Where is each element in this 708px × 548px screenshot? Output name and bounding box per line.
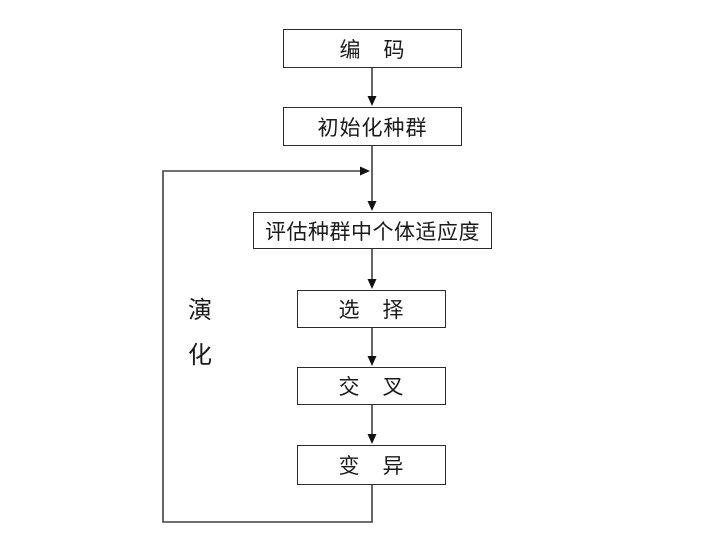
arrow-selection-to-crossover [367, 328, 377, 366]
loop-label-evolution: 演 化 [170, 288, 230, 378]
flow-node-crossover: 交 叉 [297, 367, 446, 405]
flow-node-init-population-label: 初始化种群 [317, 116, 428, 140]
flow-node-selection: 选 择 [297, 290, 446, 328]
flow-node-evaluate-fitness-label: 评估种群中个体适应度 [265, 220, 480, 244]
arrow-encode-to-init [367, 68, 377, 106]
arrow-evaluate-to-selection [367, 249, 377, 289]
flow-node-mutation-label: 变 异 [338, 455, 405, 478]
loop-label-char-1: 演 [188, 297, 212, 324]
arrow-init-to-evaluate [367, 146, 377, 211]
loop-feedback-line [162, 166, 373, 523]
flow-node-evaluate-fitness: 评估种群中个体适应度 [253, 212, 492, 249]
flow-node-selection-label: 选 择 [338, 299, 405, 322]
flow-node-crossover-label: 交 叉 [338, 376, 405, 399]
flow-node-mutation: 变 异 [297, 445, 446, 485]
loop-label-char-2: 化 [188, 342, 212, 369]
flow-node-encode-label: 编 码 [339, 38, 406, 62]
flow-node-encode: 编 码 [283, 29, 462, 68]
flow-node-init-population: 初始化种群 [283, 107, 462, 146]
arrow-crossover-to-mutation [367, 405, 377, 444]
